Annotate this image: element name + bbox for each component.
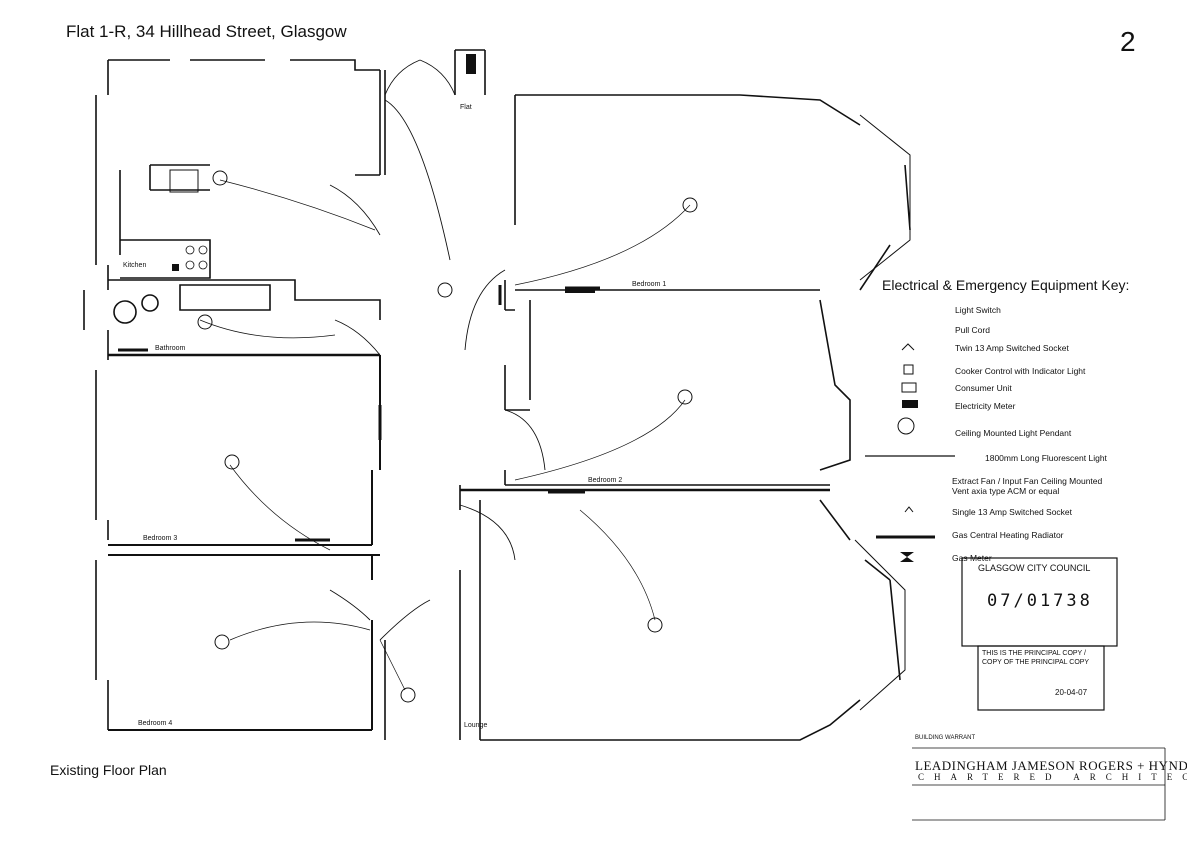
bedroom3-walls [108,355,381,546]
building-warrant-label: BUILDING WARRANT [915,735,976,741]
bedroom1-walls [504,94,911,311]
stamp-principal-line1: THIS IS THE PRINCIPAL COPY / [982,650,1086,657]
fluorescent-light [565,290,595,293]
key-item-single-socket: Single 13 Amp Switched Socket [952,507,1073,517]
key-item-gas-meter: Gas Meter [952,553,992,563]
room-label-bedroom4: Bedroom 4 [138,720,173,727]
key-gas-meter-icon [900,552,914,562]
light-pendant-icon [682,197,698,213]
room-label-lounge: Lounge [464,722,488,729]
wiring [229,464,331,551]
light-pendant-icon [224,454,240,470]
key-item-radiator: Gas Central Heating Radiator [952,530,1064,540]
kitchen-walls [119,70,381,255]
key-cooker-control-icon [903,364,914,375]
room-label-bathroom: Bathroom [155,345,186,352]
key-item-consumer-unit: Consumer Unit [955,383,1012,393]
wiring [514,399,686,481]
page-number: 2 [1120,26,1136,57]
hob-ring [198,260,208,270]
door-swing [504,409,546,471]
hob-ring [185,245,195,255]
bay-window-top [859,114,911,281]
bay-window-bottom [854,539,906,711]
key-single-socket-icon [904,506,914,513]
firm-subtitle: CHARTERED ARCHITECTS [918,772,1187,782]
drawing-subtitle: Existing Floor Plan [50,762,167,778]
light-pendant-icon [677,389,693,405]
light-pendant-icon [214,634,230,650]
corridor-walls [384,49,486,740]
wiring [579,509,656,621]
key-item-twin-socket: Twin 13 Amp Switched Socket [955,343,1069,353]
door-swing [379,599,431,641]
drawing-title: Flat 1-R, 34 Hillhead Street, Glasgow [66,22,347,41]
toilet [113,300,137,324]
key-item-electricity-meter: Electricity Meter [955,401,1016,411]
wiring [199,319,336,339]
room-label-kitchen: Kitchen [123,262,147,269]
lounge-walls [459,485,901,741]
stamp-council: GLASGOW CITY COUNCIL [978,563,1091,573]
light-pendant-icon [212,170,228,186]
room-label-flat: Flat [460,104,472,111]
cooker-control [172,264,179,271]
key-item-fluorescent: 1800mm Long Fluorescent Light [985,453,1107,463]
sink [141,294,159,312]
stamp-number: 07/01738 [987,591,1093,611]
key-item-vent-axia: Vent axia type ACM or equal [952,486,1060,496]
door-swing [329,184,381,236]
door-swing [334,319,381,356]
firm-name: LEADINGHAM JAMESON ROGERS + HYND [915,758,1187,773]
electricity-meter [466,54,476,74]
key-item-light-switch: Light Switch [955,305,1001,315]
room-label-bedroom3: Bedroom 3 [143,535,178,542]
bathroom-walls [108,279,381,320]
light-pendant-icon [437,282,453,298]
bedroom2-walls [504,299,851,486]
light-pendant-icon [197,314,213,330]
stamp-date: 20-04-07 [1055,688,1088,697]
hob-ring [185,260,195,270]
key-title: Electrical & Emergency Equipment Key: [882,277,1130,293]
key-pendant-icon [897,417,915,435]
key-item-extract-fan: Extract Fan / Input Fan Ceiling Mounted [952,476,1103,486]
hob-ring [198,245,208,255]
wiring [514,204,691,286]
door-swing [384,99,451,261]
wiring [219,179,376,231]
door-swing [329,589,371,621]
wiring [379,639,406,691]
wiring [229,621,371,641]
key-twin-socket-icon [901,343,915,351]
key-consumer-unit-icon [901,382,917,393]
title-block [912,747,1166,821]
door-swing [459,504,516,561]
light-pendant-icon [400,687,416,703]
key-item-cooker-control: Cooker Control with Indicator Light [955,366,1086,376]
door-swing [384,59,421,96]
principal-copy-stamp [977,645,1105,711]
room-label-bedroom2: Bedroom 2 [588,477,623,484]
bedroom4-walls [108,554,380,731]
key-meter-icon [902,400,918,408]
light-pendant-icon [647,617,663,633]
kitchen-counter [120,239,211,279]
outer-wall-top-left [108,59,380,71]
cooker [169,169,199,193]
radiator [118,285,600,542]
room-label-bedroom1: Bedroom 1 [632,281,667,288]
outer-wall-left [83,60,109,730]
door-swing [419,59,456,96]
key-item-pendant: Ceiling Mounted Light Pendant [955,428,1072,438]
stamp-principal-line2: COPY OF THE PRINCIPAL COPY [982,659,1090,666]
door-swing [464,269,506,351]
key-item-pull-cord: Pull Cord [955,325,990,335]
